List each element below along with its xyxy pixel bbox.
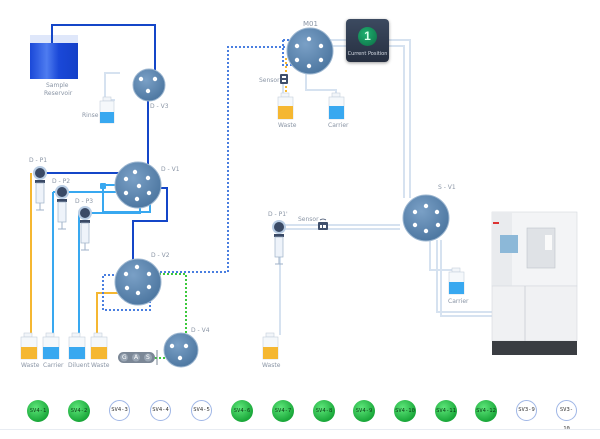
gas-indicator [118,350,158,365]
carrier-1-label: Carrier [43,362,64,369]
valve-dv3[interactable] [132,68,166,102]
rinse-label: Rinse [82,112,99,119]
pump-dp1-prime[interactable] [272,220,286,265]
bottle-p1prime-waste [262,332,279,360]
current-position-panel: 1 Current Position [346,19,389,62]
waste-1-label: Waste [21,362,40,369]
bottle-m01-carrier [328,92,345,120]
status-button[interactable]: SV3-9 [516,400,537,421]
bottle-waste-1 [20,332,38,360]
status-button[interactable]: SV4-6 [231,400,253,422]
instrument-image [491,211,578,355]
divider [0,429,600,430]
current-position-value: 1 [358,27,377,46]
valve-dv2-label: D - V2 [151,252,170,259]
bottle-diluent [68,332,86,360]
status-button[interactable]: SV4-1 [27,400,49,422]
bottle-carrier-1 [42,332,60,360]
pump-dp1-prime-label: D - P1' [268,211,288,218]
pump-dp1-label: D - P1 [29,157,48,164]
gas-g: G [122,354,127,361]
flow-diagram [20,24,578,368]
status-button-bar: SV4-1 SV4-2 SV4-3 SV4-4 SV4-5 SV4-6 SV4-… [0,392,600,432]
bottle-waste-2 [90,332,108,360]
pump-dp3[interactable] [78,206,92,251]
status-button[interactable]: SV4-8 [313,400,335,422]
valve-dv1-label: D - V1 [161,166,180,173]
status-button[interactable]: SV3-10 [556,400,577,432]
status-button[interactable]: SV4-12 [475,400,497,422]
sensor-m01 [280,74,288,84]
m01-carrier-label: Carrier [328,122,349,129]
pump-dp2-label: D - P2 [52,178,71,185]
pump-dp1[interactable] [33,166,47,211]
status-button[interactable]: SV4-11 [435,400,457,422]
valve-dv1[interactable] [114,161,162,209]
pump-dp2[interactable] [55,185,69,230]
status-button[interactable]: SV4-7 [272,400,294,422]
reservoir-label-2: Reservoir [44,90,73,97]
dark-blue-tubing [40,24,168,270]
waste-2-label: Waste [91,362,110,369]
valve-sv1-label: S - V1 [438,184,456,191]
sv1-carrier-label: Carrier [448,298,469,305]
status-button[interactable]: SV4-3 [109,400,130,421]
p1prime-sensor-label: Sensor [298,216,319,223]
diluent-label: Diluent [68,362,90,369]
m01-sensor-label: Sensor [259,77,280,84]
valve-dv3-label: D - V3 [150,103,169,110]
valve-sv1[interactable] [402,194,450,242]
valve-dv4-label: D - V4 [191,327,210,334]
current-position-label: Current Position [347,51,388,57]
gas-s: S [146,354,150,361]
status-button[interactable]: SV4-4 [150,400,171,421]
status-button[interactable]: SV4-5 [191,400,212,421]
valve-dv4[interactable] [163,332,199,368]
gas-a: A [134,354,139,361]
bottle-m01-waste [277,92,294,120]
pump-dp3-label: D - P3 [75,198,94,205]
sensor-p1prime [318,218,328,230]
m01-waste-label: Waste [278,122,297,129]
status-button[interactable]: SV4-10 [394,400,416,422]
status-button[interactable]: SV4-2 [68,400,90,422]
bottle-sv1-carrier [448,267,465,295]
valve-m01[interactable] [286,27,334,75]
bottle-rinse [99,96,115,124]
valve-dv2[interactable] [114,258,162,306]
status-button[interactable]: SV4-9 [353,400,375,422]
reservoir-label: Sample [46,82,69,89]
valve-m01-label: M01 [303,20,318,28]
p1prime-waste-label: Waste [262,362,281,369]
